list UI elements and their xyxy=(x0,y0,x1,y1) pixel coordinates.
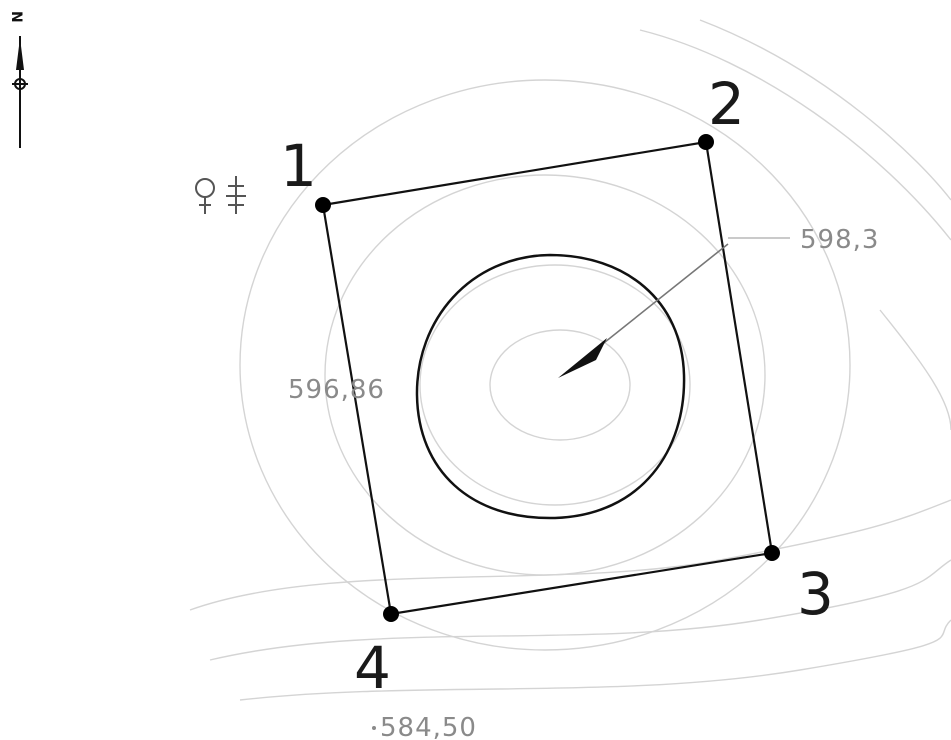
contour-lines xyxy=(189,19,951,701)
contour-line xyxy=(209,559,951,661)
elevation-label-left: 596,86 xyxy=(288,375,385,405)
central-crater-outline xyxy=(415,253,686,520)
contour-line xyxy=(239,79,851,651)
contour-line xyxy=(699,19,951,201)
tree-symbols xyxy=(195,176,246,214)
spot-height-marker xyxy=(372,726,376,730)
contour-line xyxy=(879,309,951,431)
elevation-label-right: 598,3 xyxy=(800,225,879,255)
parcel-boundary xyxy=(321,140,774,616)
contour-line xyxy=(324,174,766,576)
survey-point-4-marker xyxy=(383,606,399,622)
contour-line xyxy=(639,29,951,241)
slope-arrow-icon xyxy=(558,237,790,378)
deciduous-tree-icon xyxy=(195,178,215,214)
survey-point-1-label: 1 xyxy=(280,132,317,200)
contour-line xyxy=(489,329,631,441)
north-letter: N xyxy=(8,11,24,23)
survey-point-3-marker xyxy=(764,545,780,561)
survey-point-2-marker xyxy=(698,134,714,150)
north-arrow-icon: N xyxy=(8,11,28,148)
conifer-tree-icon xyxy=(226,176,246,214)
contour-line xyxy=(419,264,691,506)
survey-point-2-label: 2 xyxy=(708,70,745,138)
survey-point-1-marker xyxy=(315,197,331,213)
contour-line xyxy=(189,499,951,611)
elevation-label-bottom: 584,50 xyxy=(380,713,477,740)
survey-point-3-label: 3 xyxy=(797,560,834,628)
contour-line xyxy=(239,619,951,701)
survey-point-4-label: 4 xyxy=(354,634,391,702)
